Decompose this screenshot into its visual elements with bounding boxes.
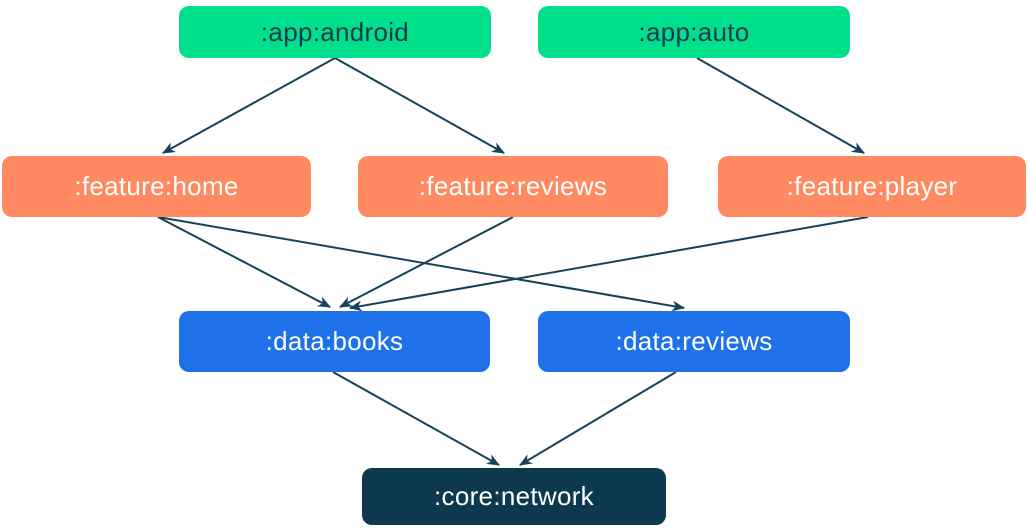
node-core-network: :core:network	[362, 468, 666, 525]
edge-feature-home-to-data-reviews	[157, 216, 686, 312]
node-feature-home: :feature:home	[2, 156, 311, 217]
node-label: :data:books	[265, 326, 404, 356]
edge-feature-reviews-to-data-books	[339, 216, 514, 308]
node-app-auto: :app:auto	[538, 6, 850, 58]
edge-feature-player-to-data-books	[348, 216, 869, 312]
edge-data-reviews-to-core-network	[519, 371, 677, 466]
node-feature-reviews: :feature:reviews	[358, 156, 668, 217]
edge-app-android-to-feature-home	[162, 57, 336, 154]
node-data-books: :data:books	[179, 311, 490, 372]
node-label: :feature:home	[74, 171, 239, 201]
node-label: :data:reviews	[615, 326, 773, 356]
node-label: :app:android	[260, 16, 410, 47]
node-label: :feature:player	[786, 171, 958, 201]
edge-data-books-to-core-network	[332, 371, 500, 466]
edge-app-auto-to-feature-player	[696, 57, 865, 154]
edge-feature-home-to-data-books	[157, 216, 331, 308]
node-feature-player: :feature:player	[718, 156, 1026, 217]
node-label: :feature:reviews	[418, 171, 608, 201]
edge-app-android-to-feature-reviews	[334, 57, 505, 154]
node-app-android: :app:android	[179, 6, 491, 58]
node-label: :app:auto	[638, 16, 750, 47]
node-data-reviews: :data:reviews	[538, 311, 850, 372]
node-label: :core:network	[434, 481, 594, 511]
